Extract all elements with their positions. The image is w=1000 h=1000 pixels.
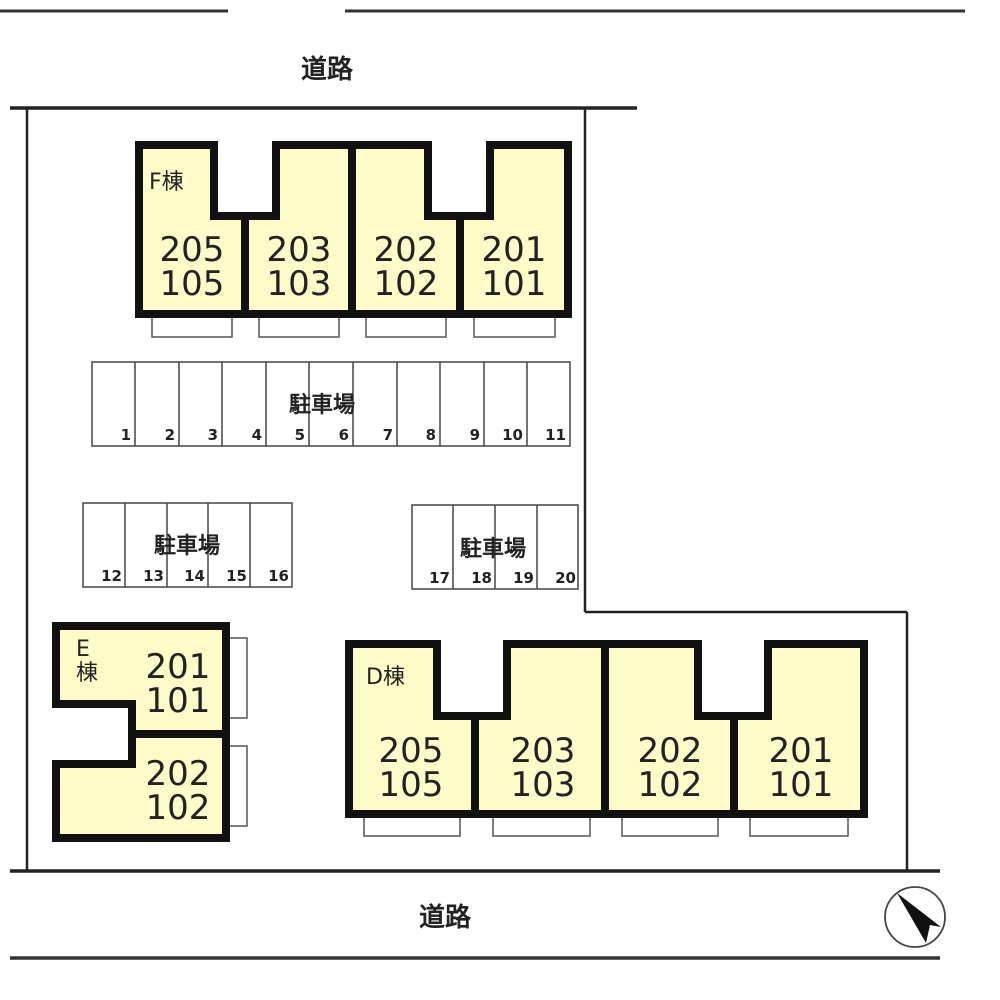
parking-space-5[interactable]: 5 <box>294 426 305 444</box>
building-f-label: F棟 <box>149 170 184 195</box>
unit-upper-number: 201 <box>768 731 834 771</box>
unit-e-201-101[interactable]: 201 101 <box>135 650 221 718</box>
parking-space-10[interactable]: 10 <box>502 426 523 444</box>
parking-space-15[interactable]: 15 <box>226 567 247 585</box>
unit-lower-number: 102 <box>145 788 211 828</box>
north-arrow-icon <box>884 886 946 948</box>
parking-lot-2-label: 駐車場 <box>153 534 221 559</box>
parking-space-11[interactable]: 11 <box>545 426 566 444</box>
building-e <box>52 622 248 842</box>
unit-upper-number: 201 <box>145 647 211 687</box>
unit-lower-number: 103 <box>510 765 576 805</box>
parking-space-13[interactable]: 13 <box>143 567 164 585</box>
parking-space-7[interactable]: 7 <box>382 426 393 444</box>
building-e-label-kanji: 棟 <box>76 661 99 686</box>
unit-f-203-103[interactable]: 203 103 <box>257 233 341 301</box>
top-road-label: 道路 <box>300 55 354 85</box>
unit-lower-number: 102 <box>373 264 439 304</box>
unit-upper-number: 205 <box>378 731 444 771</box>
parking-space-19[interactable]: 19 <box>513 569 534 587</box>
unit-d-202-102[interactable]: 202 102 <box>617 734 723 802</box>
unit-f-205-105[interactable]: 205 105 <box>152 233 232 301</box>
parking-lot-3 <box>411 504 579 590</box>
building-d-label: D棟 <box>366 665 405 690</box>
unit-lower-number: 102 <box>637 765 703 805</box>
site-boundary <box>10 106 940 873</box>
bottom-road-label: 道路 <box>418 903 472 933</box>
parking-lot-2 <box>82 502 293 588</box>
unit-lower-number: 105 <box>378 765 444 805</box>
building-e-label: E 棟 <box>76 638 98 686</box>
parking-lot-3-label: 駐車場 <box>459 537 527 562</box>
parking-space-9[interactable]: 9 <box>469 426 480 444</box>
parking-space-2[interactable]: 2 <box>164 426 175 444</box>
unit-e-202-102[interactable]: 202 102 <box>135 757 221 825</box>
parking-space-16[interactable]: 16 <box>268 567 289 585</box>
parking-space-20[interactable]: 20 <box>555 569 576 587</box>
parking-space-3[interactable]: 3 <box>207 426 218 444</box>
unit-d-203-103[interactable]: 203 103 <box>490 734 596 802</box>
unit-lower-number: 103 <box>266 264 332 304</box>
unit-upper-number: 202 <box>373 230 439 270</box>
parking-space-18[interactable]: 18 <box>471 569 492 587</box>
unit-lower-number: 101 <box>481 264 547 304</box>
unit-f-201-101[interactable]: 201 101 <box>471 233 557 301</box>
parking-lot-1 <box>91 361 571 447</box>
unit-d-205-105[interactable]: 205 105 <box>363 734 459 802</box>
building-d <box>345 640 868 837</box>
unit-upper-number: 202 <box>145 754 211 794</box>
unit-d-201-101[interactable]: 201 101 <box>748 734 854 802</box>
unit-upper-number: 203 <box>266 230 332 270</box>
unit-upper-number: 203 <box>510 731 576 771</box>
parking-space-12[interactable]: 12 <box>101 567 122 585</box>
parking-space-1[interactable]: 1 <box>120 426 131 444</box>
unit-lower-number: 101 <box>768 765 834 805</box>
parking-lot-1-label: 駐車場 <box>288 393 356 418</box>
unit-upper-number: 201 <box>481 230 547 270</box>
unit-upper-number: 205 <box>159 230 225 270</box>
unit-f-202-102[interactable]: 202 102 <box>364 233 448 301</box>
parking-space-4[interactable]: 4 <box>251 426 262 444</box>
parking-space-14[interactable]: 14 <box>184 567 205 585</box>
unit-lower-number: 105 <box>159 264 225 304</box>
parking-space-6[interactable]: 6 <box>338 426 349 444</box>
building-e-label-letter: E <box>76 637 90 662</box>
building-f <box>135 141 572 338</box>
parking-space-17[interactable]: 17 <box>429 569 450 587</box>
unit-upper-number: 202 <box>637 731 703 771</box>
parking-space-8[interactable]: 8 <box>425 426 436 444</box>
unit-lower-number: 101 <box>145 681 211 721</box>
